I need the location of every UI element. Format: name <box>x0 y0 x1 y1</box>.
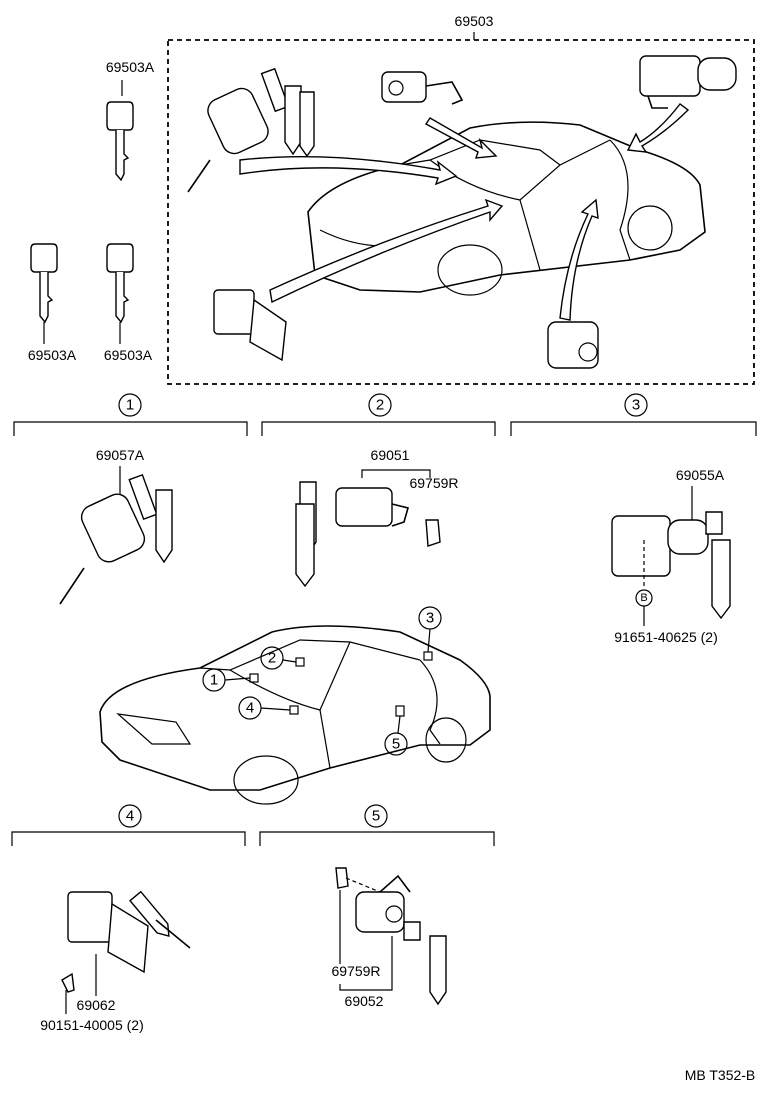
section-3-part-number-b: 91651-40625 (2) <box>614 629 718 645</box>
ignition-cylinder-section-1 <box>59 473 173 605</box>
screw-icon <box>61 972 75 993</box>
trunk-lock-top <box>639 55 737 109</box>
arrow-door <box>559 198 599 321</box>
car-callout-5: 5 <box>384 705 408 756</box>
section-5-part-number-a: 69759R <box>331 963 380 979</box>
section-2-header: 2 <box>261 393 496 436</box>
key-left-part-number: 69503A <box>28 347 77 363</box>
diagram-code: MB T352-B <box>685 1067 756 1083</box>
door-lock-section-5 <box>335 867 447 1006</box>
section-3-header: 3 <box>510 393 757 436</box>
section-4-header: 4 <box>11 804 246 846</box>
car-callout-5-number: 5 <box>392 736 400 753</box>
bolt-marker-letter: B <box>640 592 647 604</box>
glove-box-lock-top <box>381 71 464 105</box>
section-1-number: 1 <box>126 397 134 414</box>
arrow-ignition <box>239 155 458 186</box>
section-2-number: 2 <box>376 397 384 414</box>
car-illustration-middle <box>99 625 491 805</box>
section-4-number: 4 <box>126 808 134 825</box>
key-right-part-number: 69503A <box>104 347 153 363</box>
key-top-part-number: 69503A <box>106 59 155 75</box>
key-left-icon <box>30 243 58 323</box>
set-boundary-box <box>167 39 755 385</box>
fuel-lid-lock-top <box>213 289 287 362</box>
car-callout-4: 4 <box>238 696 299 720</box>
section-5-number: 5 <box>372 808 380 825</box>
car-callout-3-number: 3 <box>426 610 434 627</box>
car-callout-4-number: 4 <box>246 700 254 717</box>
section-5-header: 5 <box>259 804 495 846</box>
section-1-part-number: 69057A <box>96 447 145 463</box>
section-5-bracket <box>339 936 393 991</box>
section-5-part-number-b: 69052 <box>345 993 384 1009</box>
section-2-part-number-b: 69759R <box>409 475 458 491</box>
section-4-part-number-a: 69062 <box>77 997 116 1013</box>
set-part-number: 69503 <box>455 13 494 29</box>
trunk-lock-section-3 <box>611 511 731 620</box>
arrow-glove-box <box>424 117 498 159</box>
arrow-trunk <box>626 103 690 153</box>
key-right-icon <box>106 243 134 323</box>
section-4-part-number-b: 90151-40005 (2) <box>40 1017 144 1033</box>
fuel-lid-lock-section-4 <box>67 890 191 974</box>
car-callout-2-number: 2 <box>268 650 276 667</box>
car-callout-1: 1 <box>202 668 259 692</box>
car-illustration-top <box>307 121 706 296</box>
key-top-icon <box>106 101 134 181</box>
car-callout-1-number: 1 <box>210 672 218 689</box>
section-3-part-number-a: 69055A <box>676 467 725 483</box>
glove-box-lock-section-2 <box>295 481 441 588</box>
section-2-bracket <box>361 469 431 478</box>
car-callout-3: 3 <box>418 606 442 661</box>
ignition-cylinder-top <box>187 67 315 193</box>
arrow-fuel-lid <box>269 198 504 304</box>
door-lock-top <box>547 321 599 369</box>
section-2-part-number-a: 69051 <box>371 447 410 463</box>
car-callout-2: 2 <box>260 646 305 670</box>
section-1-header: 1 <box>13 393 248 436</box>
section-3-number: 3 <box>632 397 640 414</box>
